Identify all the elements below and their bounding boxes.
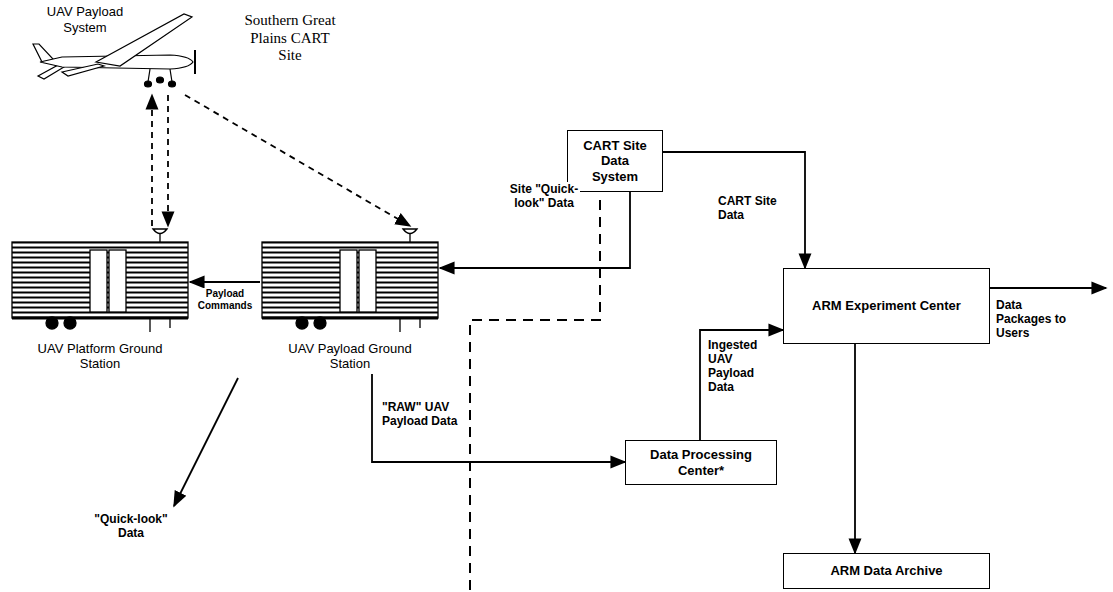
- data-packages-arrow: [990, 287, 1106, 289]
- ground-station: UAV Payload Ground Station: [260, 226, 440, 374]
- box-text: ARM Experiment Center: [812, 298, 961, 314]
- data-system-box: CART Site Data System: [567, 130, 663, 192]
- station-label: UAV Payload System: [40, 4, 130, 37]
- box-text: CART Site Data System: [576, 138, 654, 185]
- process-box: Data Processing Center*: [625, 440, 777, 485]
- connector: [700, 330, 783, 440]
- box-text: Data Processing Center*: [634, 447, 768, 478]
- connector: [167, 95, 169, 226]
- uav-payload-system: UAV Payload System: [40, 40, 195, 95]
- site-boundary: [470, 200, 600, 592]
- archive-box: ARM Data Archive: [783, 553, 990, 589]
- station-label: UAV Payload Ground Station: [285, 341, 415, 374]
- output-label: Data Packages to Users: [996, 298, 1068, 340]
- connector: [854, 344, 856, 553]
- ground-station: UAV Platform Ground Station: [10, 226, 190, 374]
- edge-label: Ingested UAV Payload Data: [708, 338, 778, 395]
- connector: [185, 95, 410, 226]
- edge-label: CART Site Data: [718, 194, 798, 222]
- quick-look-arrow: [174, 378, 238, 506]
- edge-label: Payload Commands: [193, 288, 257, 312]
- station-label: UAV Platform Ground Station: [35, 341, 165, 374]
- box-text: ARM Data Archive: [830, 563, 942, 579]
- connector: [190, 281, 260, 283]
- process-box: ARM Experiment Center: [783, 268, 990, 344]
- uav-airplane: [33, 14, 195, 87]
- connector: [372, 374, 625, 462]
- payload-trailer: [262, 229, 438, 332]
- connector: [151, 95, 153, 226]
- output-label: "Quick-look" Data: [85, 512, 177, 540]
- edge-label: "RAW" UAV Payload Data: [382, 400, 458, 428]
- connector: [663, 152, 805, 268]
- site-title: Southern Great Plains CART Site: [238, 12, 342, 65]
- platform-trailer: [12, 229, 188, 332]
- edge-label: Site "Quick-look" Data: [508, 182, 580, 210]
